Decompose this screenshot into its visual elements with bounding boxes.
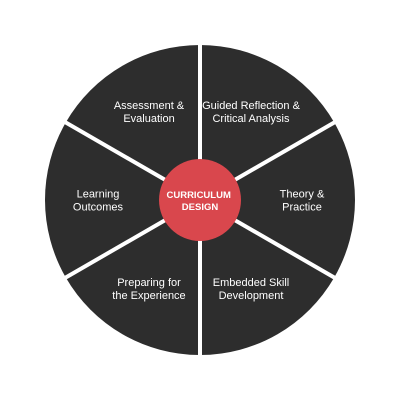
segment-label-line: Guided Reflection & — [202, 100, 300, 112]
center-label-line-2: DESIGN — [182, 202, 219, 213]
segment-label: Assessment &Evaluation — [114, 100, 185, 125]
center-label-line-1: CURRICULUM — [166, 190, 230, 201]
wheel-labels: Guided Reflection &Critical AnalysisTheo… — [73, 100, 325, 302]
wheel-segment — [200, 200, 335, 355]
segment-label-line: Preparing for — [117, 277, 181, 289]
segment-label-line: Assessment & — [114, 100, 185, 112]
segment-label-line: Embedded Skill — [213, 277, 289, 289]
wheel-segment — [65, 44, 201, 200]
segment-label-line: the Experience — [112, 290, 185, 302]
segment-label-line: Learning — [77, 189, 120, 201]
wheel-segments — [44, 44, 355, 355]
segment-label-line: Practice — [282, 202, 322, 214]
wheel-segment — [65, 200, 201, 355]
segment-label: Guided Reflection &Critical Analysis — [202, 100, 300, 125]
center-hub — [159, 159, 241, 241]
segment-label: Theory &Practice — [280, 189, 325, 214]
center-label: CURRICULUM DESIGN — [166, 190, 233, 213]
segment-label-line: Evaluation — [123, 113, 174, 125]
segment-label-line: Theory & — [280, 189, 325, 201]
segment-label-line: Development — [219, 290, 284, 302]
segment-label-line: Critical Analysis — [212, 113, 290, 125]
wheel-segment — [200, 45, 335, 200]
segment-label-line: Outcomes — [73, 202, 124, 214]
wheel-segment — [44, 122, 200, 278]
wheel-segment — [200, 122, 355, 278]
